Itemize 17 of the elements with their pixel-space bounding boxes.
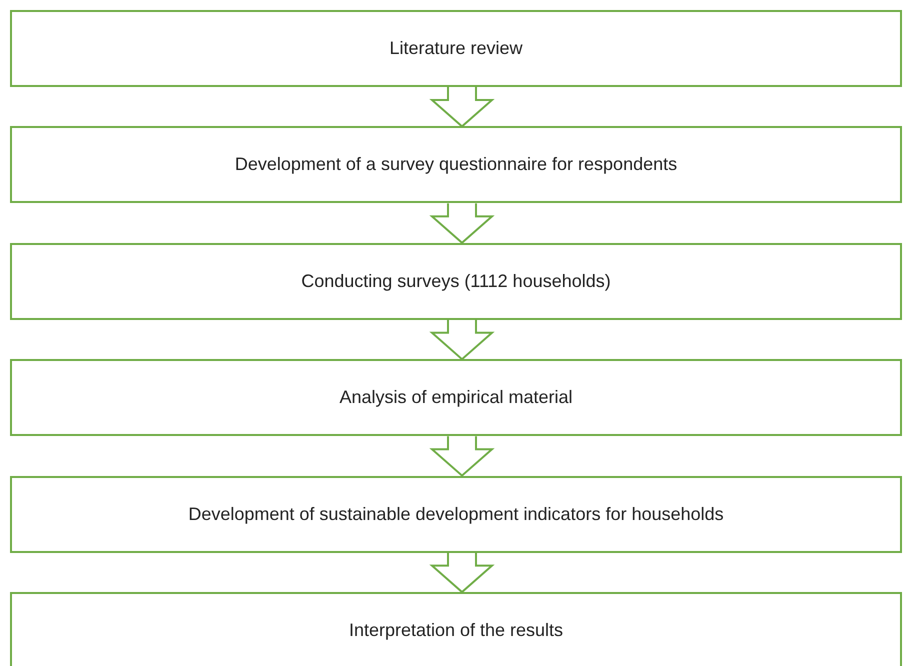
- process-box: [10, 10, 902, 87]
- box-label: Literature review: [389, 37, 523, 60]
- process-box: [10, 476, 902, 553]
- block-arrow: [429, 86, 495, 128]
- block-arrow: [429, 435, 495, 477]
- process-box: [10, 242, 902, 320]
- block-arrow: [429, 202, 495, 244]
- box-label: Development of a survey questionnaire for respondents: [234, 153, 678, 176]
- box-label: Analysis of empirical material: [339, 386, 573, 410]
- process-box: [10, 592, 902, 666]
- process-box: [10, 359, 902, 436]
- box-label: Interpretation of the results: [348, 619, 564, 642]
- process-box: [10, 126, 902, 204]
- block-arrow: [429, 318, 495, 361]
- block-arrow: [429, 552, 495, 594]
- box-label: Conducting surveys (1112 households): [301, 270, 611, 293]
- box-label: Development of sustainable development indicators for households: [188, 502, 724, 526]
